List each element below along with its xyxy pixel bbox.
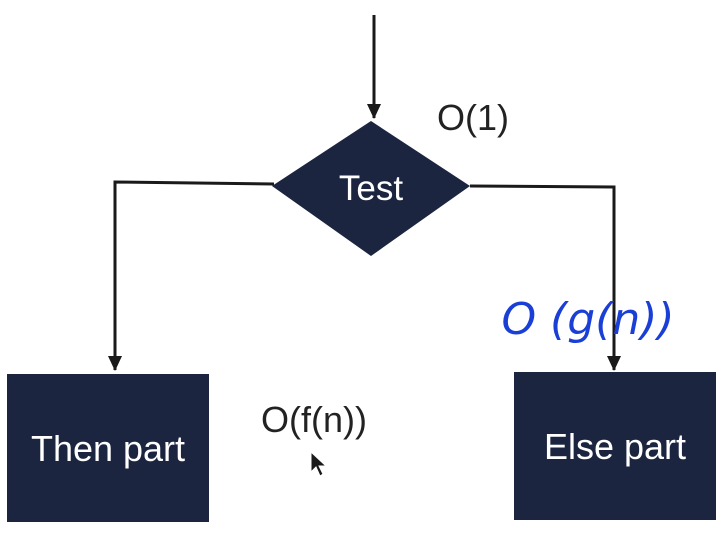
test-decision-label: Test (339, 169, 403, 208)
then-part-label: Then part (31, 428, 185, 469)
else-branch-arrow (469, 184, 621, 371)
then-complexity-label: O(f(n)) (261, 399, 367, 440)
else-part-node: Else part (514, 372, 716, 520)
incoming-arrow (367, 15, 381, 119)
else-part-label: Else part (544, 426, 686, 467)
test-complexity-label: O(1) (437, 97, 509, 138)
then-branch-arrow (108, 180, 275, 371)
test-decision-node: Test (272, 121, 470, 256)
then-part-node: Then part (7, 374, 209, 522)
else-complexity-handwritten: O (g(n)) (501, 294, 674, 345)
mouse-cursor-icon (310, 450, 328, 477)
